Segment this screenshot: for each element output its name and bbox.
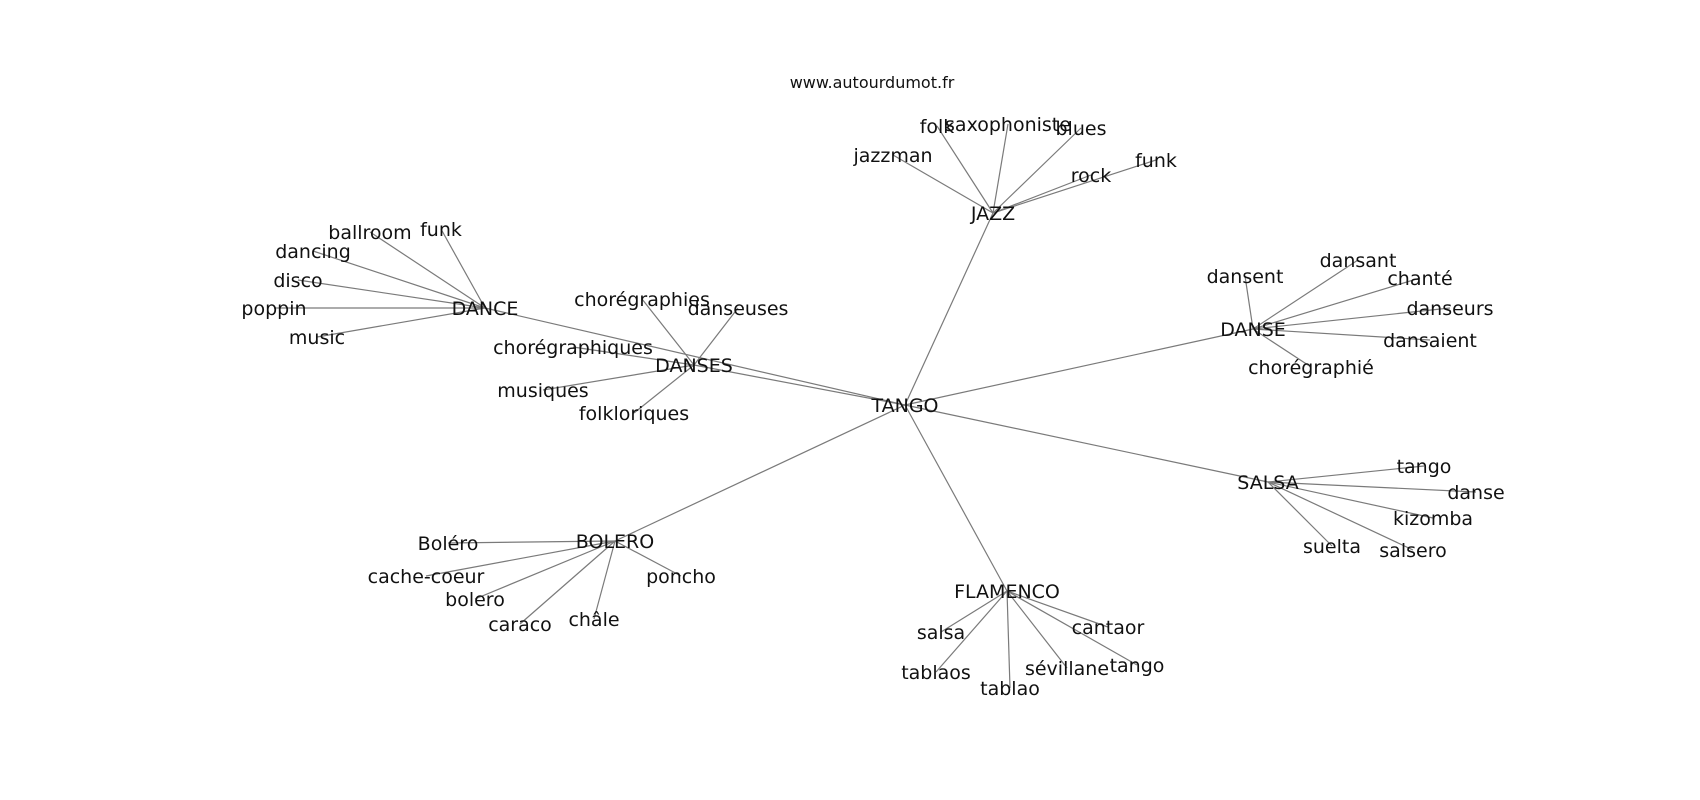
hub-node-label: JAZZ	[970, 203, 1015, 225]
edge-flamenco-leaf	[1006, 590, 1138, 666]
leaf-node-label: châle	[568, 609, 619, 631]
leaf-node-label: jazzman	[852, 145, 932, 167]
leaf-node-label: tablaos	[901, 662, 971, 684]
leaf-node-label: musiques	[497, 380, 588, 402]
leaf-node-label: poppin	[241, 298, 306, 320]
hub-node-label: SALSA	[1237, 472, 1298, 494]
leaf-node-label: dancing	[275, 241, 351, 263]
edge-salsa-leaf	[1267, 481, 1434, 519]
edge-layer	[274, 123, 1477, 689]
edge-flamenco-leaf	[935, 590, 1008, 673]
label-layer: www.autourdumot.fr TANGO JAZZ folksaxophon…	[241, 73, 1504, 700]
edge-salsa-leaf	[1267, 465, 1425, 483]
edge-bolero-leaf	[425, 540, 616, 577]
leaf-node-label: chanté	[1387, 268, 1452, 290]
edge-jazz-leaf	[992, 127, 1082, 214]
edge-jazz-leaf	[892, 154, 994, 214]
leaf-node-label: dansent	[1207, 266, 1284, 288]
edge-root-bolero	[614, 404, 906, 542]
edge-bolero-leaf	[474, 540, 616, 600]
leaf-node-label: rock	[1071, 165, 1111, 187]
leaf-node-label: salsero	[1379, 540, 1446, 562]
leaf-node-label: chorégraphiques	[493, 337, 653, 359]
leaf-node-label: caraco	[488, 614, 552, 636]
leaf-node-label: poncho	[646, 566, 716, 588]
edge-salsa-leaf	[1267, 481, 1414, 551]
edge-jazz-leaf	[992, 159, 1157, 214]
edge-danses-leaf	[693, 307, 739, 366]
edge-bolero-leaf	[614, 540, 682, 577]
edge-dance-leaf	[369, 231, 486, 309]
leaf-node-label: cache-coeur	[368, 566, 485, 588]
edge-danses-leaf	[641, 298, 695, 366]
leaf-node-label: bolero	[445, 589, 505, 611]
edge-jazz-leaf	[992, 123, 1009, 214]
edge-salsa-leaf	[1267, 481, 1333, 547]
hub-node-label: DANSE	[1220, 319, 1286, 341]
edge-danses-leaf	[633, 364, 695, 414]
leaf-node-label: sévillane	[1025, 658, 1109, 680]
leaf-node-label: dansant	[1320, 250, 1397, 272]
leaf-node-label: cantaor	[1072, 617, 1145, 639]
edge-danse-leaf	[1252, 307, 1451, 330]
edge-root-jazz	[904, 212, 994, 406]
edge-salsa-leaf	[1267, 481, 1477, 493]
leaf-node-label: danse	[1447, 482, 1504, 504]
leaf-node-label: suelta	[1303, 536, 1361, 558]
hub-node-label: DANCE	[452, 298, 519, 320]
edge-dance-leaf	[440, 228, 486, 309]
leaf-node-label: folkloriques	[579, 403, 689, 425]
hub-node-label: BOLERO	[576, 531, 654, 553]
edge-flamenco-leaf	[940, 590, 1008, 633]
edge-danses-leaf	[542, 364, 695, 391]
leaf-node-label: funk	[420, 219, 462, 241]
leaf-node-label: dansaient	[1383, 330, 1477, 352]
leaf-node-label: music	[289, 327, 345, 349]
leaf-node-label: blues	[1056, 118, 1107, 140]
edge-danse-leaf	[1252, 277, 1421, 330]
edge-bolero-leaf	[593, 540, 616, 620]
edge-root-danse	[904, 328, 1254, 406]
leaf-node-label: funk	[1135, 150, 1177, 172]
site-url: www.autourdumot.fr	[790, 73, 955, 92]
edge-jazz-leaf	[936, 125, 994, 214]
edge-bolero-leaf	[447, 540, 616, 544]
leaf-node-label: danseurs	[1406, 298, 1493, 320]
edge-flamenco-leaf	[1006, 590, 1109, 628]
edge-danse-leaf	[1252, 328, 1312, 368]
leaf-node-label: tango	[1110, 655, 1165, 677]
hub-node-label: DANSES	[655, 355, 733, 377]
leaf-node-label: saxophoniste	[945, 114, 1071, 136]
edge-danse-leaf	[1252, 259, 1359, 330]
hub-node-label: FLAMENCO	[954, 581, 1060, 603]
leaf-node-label: folk	[920, 116, 955, 138]
leaf-node-label: chorégraphié	[1248, 357, 1374, 379]
edge-jazz-leaf	[992, 174, 1092, 214]
edge-root-dance	[484, 307, 906, 406]
edge-danse-leaf	[1252, 328, 1431, 341]
leaf-node-label: tango	[1397, 456, 1452, 478]
leaf-node-label: disco	[273, 270, 322, 292]
edge-danse-leaf	[1244, 275, 1254, 330]
edge-bolero-leaf	[519, 540, 616, 625]
edge-danses-leaf	[572, 346, 695, 366]
edge-flamenco-leaf	[1006, 590, 1068, 669]
edge-root-flamenco	[904, 404, 1008, 592]
leaf-node-label: kizomba	[1393, 508, 1473, 530]
edge-flamenco-leaf	[1006, 590, 1011, 689]
leaf-node-label: salsa	[917, 622, 965, 644]
edge-dance-leaf	[316, 307, 486, 338]
root-node-label: TANGO	[870, 395, 938, 417]
edge-dance-leaf	[297, 279, 486, 309]
leaf-node-label: danseuses	[688, 298, 789, 320]
edge-dance-leaf	[312, 250, 486, 309]
edge-root-salsa	[904, 404, 1269, 483]
leaf-node-label: tablao	[980, 678, 1040, 700]
edge-root-danses	[693, 364, 906, 406]
leaf-node-label: ballroom	[328, 222, 411, 244]
leaf-node-label: Boléro	[418, 533, 479, 555]
leaf-node-label: chorégraphies	[574, 289, 710, 311]
